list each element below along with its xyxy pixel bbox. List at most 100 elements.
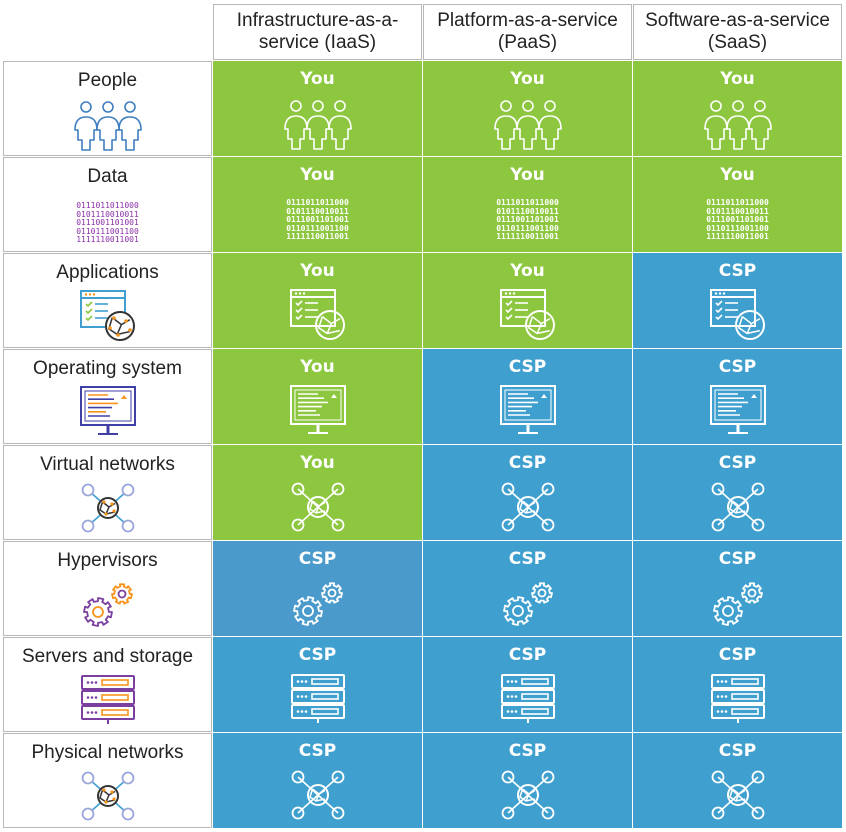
row-header-virtual-networks: Virtual networks xyxy=(3,445,212,540)
column-header-saas: Software-as-a-service (SaaS) xyxy=(633,4,842,60)
responsibility-label: You xyxy=(300,261,335,281)
responsibility-label: CSP xyxy=(508,453,547,473)
responsibility-label: CSP xyxy=(298,741,337,761)
row-header-physical-networks: Physical networks xyxy=(3,733,212,828)
responsibility-label: You xyxy=(300,69,335,89)
row-header-hypervisors: Hypervisors xyxy=(3,541,212,636)
application-window-globe-icon xyxy=(79,290,135,341)
row-header-operating-system: Operating system xyxy=(3,349,212,444)
column-header-paas: Platform-as-a-service (PaaS) xyxy=(423,4,632,60)
application-window-globe-icon xyxy=(709,289,765,340)
physical-network-icon xyxy=(81,771,134,821)
responsibility-label: CSP xyxy=(298,549,337,569)
physical-network-icon xyxy=(711,770,764,820)
responsibility-label: CSP xyxy=(718,549,757,569)
responsibility-label: CSP xyxy=(508,357,547,377)
column-header-iaas: Infrastructure-as-a-service (IaaS) xyxy=(213,4,422,60)
responsibility-cell-physical-networks-saas: CSP xyxy=(633,733,842,828)
responsibility-cell-hypervisors-paas: CSP xyxy=(423,541,632,636)
monitor-icon xyxy=(709,385,766,434)
responsibility-cell-servers-and-storage-saas: CSP xyxy=(633,637,842,732)
row-header-servers-and-storage: Servers and storage xyxy=(3,637,212,732)
virtual-network-icon xyxy=(711,482,764,532)
responsibility-label: CSP xyxy=(718,741,757,761)
responsibility-cell-physical-networks-paas: CSP xyxy=(423,733,632,828)
responsibility-cell-virtual-networks-paas: CSP xyxy=(423,445,632,540)
row-label: Virtual networks xyxy=(40,454,175,475)
responsibility-label: CSP xyxy=(508,549,547,569)
responsibility-label: You xyxy=(300,357,335,377)
responsibility-label: You xyxy=(720,69,755,89)
people-icon xyxy=(283,100,352,150)
responsibility-label: You xyxy=(300,453,335,473)
server-rack-icon xyxy=(290,674,345,723)
monitor-icon xyxy=(79,386,136,435)
gears-icon xyxy=(712,582,763,626)
row-label: Physical networks xyxy=(31,742,184,763)
column-header-label: Infrastructure-as-a-service (IaaS) xyxy=(236,10,399,53)
responsibility-cell-servers-and-storage-paas: CSP xyxy=(423,637,632,732)
row-header-applications: Applications xyxy=(3,253,212,348)
virtual-network-icon xyxy=(291,482,344,532)
monitor-icon xyxy=(289,385,346,434)
row-label: Operating system xyxy=(33,358,182,379)
row-label: Data xyxy=(87,166,128,187)
responsibility-label: CSP xyxy=(298,645,337,665)
responsibility-label: CSP xyxy=(718,645,757,665)
responsibility-cell-servers-and-storage-iaas: CSP xyxy=(213,637,422,732)
responsibility-label: CSP xyxy=(718,453,757,473)
gears-icon xyxy=(502,582,553,626)
responsibility-cell-people-paas: You xyxy=(423,61,632,156)
people-icon xyxy=(73,101,142,151)
row-header-people: People xyxy=(3,61,212,156)
responsibility-cell-applications-paas: You xyxy=(423,253,632,348)
responsibility-label: CSP xyxy=(508,741,547,761)
responsibility-cell-people-saas: You xyxy=(633,61,842,156)
row-label: Servers and storage xyxy=(21,646,194,667)
server-rack-icon xyxy=(500,674,555,723)
physical-network-icon xyxy=(501,770,554,820)
responsibility-label: You xyxy=(510,165,545,185)
gears-icon xyxy=(82,583,133,627)
responsibility-matrix: Infrastructure-as-a-service (IaaS) Platf… xyxy=(3,4,842,828)
responsibility-cell-people-iaas: You xyxy=(213,61,422,156)
responsibility-label: You xyxy=(720,165,755,185)
responsibility-cell-virtual-networks-saas: CSP xyxy=(633,445,842,540)
responsibility-cell-applications-iaas: You xyxy=(213,253,422,348)
monitor-icon xyxy=(499,385,556,434)
responsibility-cell-operating-system-paas: CSP xyxy=(423,349,632,444)
virtual-network-icon xyxy=(501,482,554,532)
corner-cell xyxy=(3,4,212,60)
row-label: Hypervisors xyxy=(57,550,158,571)
people-icon xyxy=(703,100,772,150)
physical-network-icon xyxy=(291,770,344,820)
application-window-globe-icon xyxy=(499,289,555,340)
responsibility-cell-hypervisors-iaas: CSP xyxy=(213,541,422,636)
responsibility-cell-operating-system-saas: CSP xyxy=(633,349,842,444)
responsibility-cell-applications-saas: CSP xyxy=(633,253,842,348)
responsibility-label: CSP xyxy=(718,261,757,281)
column-header-label: Software-as-a-service (SaaS) xyxy=(645,10,830,53)
server-rack-icon xyxy=(710,674,765,723)
responsibility-label: You xyxy=(510,69,545,89)
people-icon xyxy=(493,100,562,150)
responsibility-label: CSP xyxy=(508,645,547,665)
responsibility-label: You xyxy=(300,165,335,185)
application-window-globe-icon xyxy=(289,289,345,340)
responsibility-cell-hypervisors-saas: CSP xyxy=(633,541,842,636)
server-rack-icon xyxy=(80,675,135,724)
responsibility-label: CSP xyxy=(718,357,757,377)
responsibility-cell-virtual-networks-iaas: You xyxy=(213,445,422,540)
column-header-label: Platform-as-a-service (PaaS) xyxy=(437,10,618,53)
responsibility-cell-physical-networks-iaas: CSP xyxy=(213,733,422,828)
row-label: People xyxy=(77,70,138,91)
responsibility-cell-operating-system-iaas: You xyxy=(213,349,422,444)
